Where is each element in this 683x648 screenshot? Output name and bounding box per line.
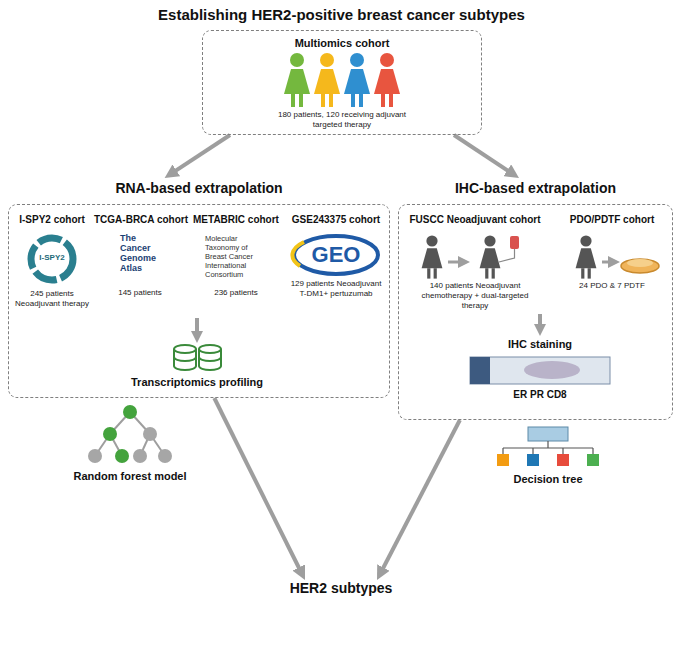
decision-tree-icon xyxy=(503,447,593,448)
cohort-box: Multiomics cohort 180 patients, 120 recei… xyxy=(202,30,482,135)
flow-arrow xyxy=(195,318,199,337)
caption-label: Random forest model xyxy=(73,470,186,482)
database-icon xyxy=(174,357,196,361)
caption-label: Decision tree xyxy=(513,473,582,485)
people-icons xyxy=(284,53,400,107)
patient-icons xyxy=(448,261,464,264)
decision-tree-icon xyxy=(532,448,533,454)
patient-icons xyxy=(480,235,501,278)
cohort-size: 236 patients xyxy=(191,288,281,298)
cohort-heading: PDO/PDTF cohort xyxy=(556,214,668,226)
patient-icons xyxy=(576,235,597,278)
flow-arrow xyxy=(454,135,513,174)
cohort-size: 140 patients Neoadjuvant chemotherapy + … xyxy=(413,281,537,311)
decision-tree-icon xyxy=(562,448,563,454)
cohort-heading: I-SPY2 cohort xyxy=(12,214,92,226)
decision-tree-icon xyxy=(528,427,568,441)
decision-tree-icon xyxy=(592,448,593,454)
node-heading: Multiomics cohort xyxy=(203,37,481,50)
cohort-heading: GSE243375 cohort xyxy=(286,214,386,226)
section-box: RNA-based extrapolationI-SPY2 cohortI-SP… xyxy=(8,178,390,398)
decision-tree-icon xyxy=(502,448,503,454)
section-heading: RNA-based extrapolation xyxy=(8,180,390,197)
node-text: 180 patients, 120 receiving adjuvant tar… xyxy=(277,110,407,130)
section-heading: IHC-based extrapolation xyxy=(398,180,673,197)
cohort-column: GSE243375 cohortGEO 129 patients Neoadjuv… xyxy=(286,210,386,330)
people-icons xyxy=(284,53,310,107)
cohort-heading: FUSCC Neoadjuvant cohort xyxy=(402,214,548,226)
flow-arrow xyxy=(197,314,540,337)
cohort-heading: TCGA-BRCA cohort xyxy=(94,214,186,226)
decision-tree-icon xyxy=(497,454,509,466)
logo-text: I-SPY2 xyxy=(12,253,92,263)
patient-icons xyxy=(627,259,653,267)
decision-tree-icon xyxy=(503,441,593,454)
random-forest-icon xyxy=(158,449,172,463)
cohort-column: FUSCC Neoadjuvant cohort 140 patients Neo… xyxy=(402,210,548,315)
slide-icon xyxy=(470,357,610,384)
random-forest-icon xyxy=(123,405,137,419)
decision-tree-icon xyxy=(587,454,599,466)
caption-label: IHC staining xyxy=(508,338,572,350)
flow-arrow xyxy=(170,135,230,174)
people-icons xyxy=(344,53,370,107)
cohort-size: 129 patients Neoadjuvant T-DM1+ pertuzum… xyxy=(290,279,382,299)
flow-arrow xyxy=(380,420,460,574)
database-icon xyxy=(174,345,196,353)
logo-text: The Cancer Genome Atlas xyxy=(120,234,160,274)
cohort-column: METABRIC cohortMolecular Taxonomy of Bre… xyxy=(188,210,284,330)
section-box: IHC-based extrapolationFUSCC Neoadjuvant… xyxy=(398,178,673,420)
decision-tree-icon xyxy=(527,454,539,466)
slide-icon xyxy=(470,357,490,384)
random-forest-icon xyxy=(115,449,129,463)
decision-tree-icon xyxy=(557,454,569,466)
caption-label: Transcriptomics profiling xyxy=(131,376,263,388)
random-forest-icon xyxy=(88,405,172,463)
cohort-size: 24 PDO & 7 PDTF xyxy=(562,281,662,291)
decision-tree-icon xyxy=(497,427,599,466)
database-icon xyxy=(174,345,221,370)
cohort-size: 145 patients xyxy=(97,288,183,298)
database-icon xyxy=(174,349,196,370)
result-text: HER2 subtypes xyxy=(281,580,401,597)
database-icon xyxy=(199,357,221,361)
diagram-title: Establishing HER2-positive breast cancer… xyxy=(0,6,683,23)
cohort-column: PDO/PDTF cohort 24 PDO & 7 PDTF xyxy=(556,210,668,315)
random-forest-icon xyxy=(88,449,102,463)
people-icons xyxy=(374,53,400,107)
random-forest-icon xyxy=(143,427,157,441)
flow-arrow xyxy=(538,314,542,330)
flow-arrow xyxy=(214,398,302,574)
logo-text: Molecular Taxonomy of Breast Cancer Inte… xyxy=(205,234,267,279)
caption-label: ER PR CD8 xyxy=(513,389,566,400)
dashed-frame xyxy=(398,204,673,420)
geo-logo xyxy=(292,242,304,266)
patient-icons xyxy=(499,249,515,262)
patient-icons xyxy=(422,235,659,278)
random-forest-icon xyxy=(133,449,147,463)
result-node: HER2 subtypes xyxy=(281,580,401,602)
logo-text: GEO xyxy=(286,242,386,267)
slide-icon xyxy=(470,357,610,384)
database-icon xyxy=(199,345,221,353)
cohort-column: TCGA-BRCA cohortThe Cancer Genome Atlas 1… xyxy=(94,210,186,330)
slide-icon xyxy=(524,361,580,379)
cohort-size: 245 patients Neoadjuvant therapy xyxy=(12,289,92,309)
decision-tree-icon xyxy=(547,441,548,448)
patient-icons xyxy=(602,261,614,264)
random-forest-icon xyxy=(103,427,117,441)
database-icon xyxy=(199,349,221,370)
cohort-heading: METABRIC cohort xyxy=(188,214,284,226)
patient-icons xyxy=(510,236,519,249)
patient-icons xyxy=(621,259,659,273)
patient-icons xyxy=(422,235,443,278)
people-icons xyxy=(314,53,340,107)
cohort-column: I-SPY2 cohortI-SPY2 245 patients Neoadjuv… xyxy=(12,210,92,330)
